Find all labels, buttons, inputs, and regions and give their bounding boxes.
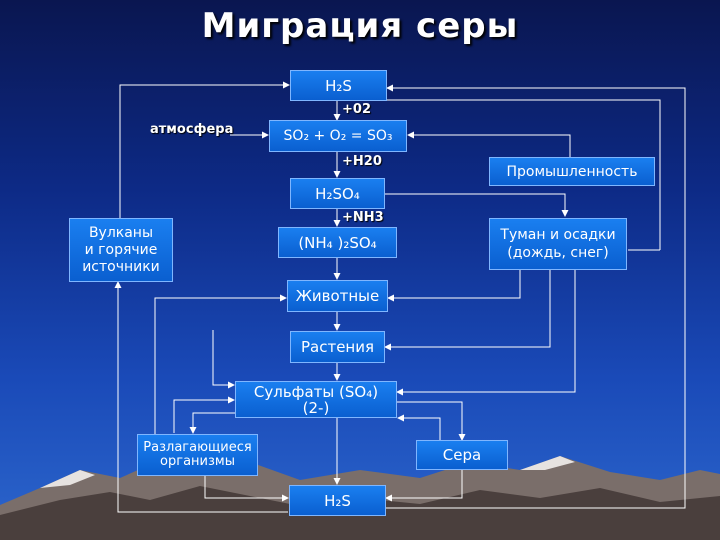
node-plants: Растения: [290, 331, 385, 363]
line-fog-loop-upper: [387, 99, 661, 250]
node-decomposers: Разлагающиеся организмы: [137, 434, 258, 476]
page-title: Миграция серы: [201, 6, 519, 46]
arrow-sulfur-to-sulfates: [397, 414, 441, 440]
arrow-sulfates-to-sulfur: [397, 401, 466, 441]
arrow-animals-to-sulfates-left: [212, 330, 235, 389]
arrow-industry-to-so2: [407, 131, 571, 157]
arrow-decomposers-to-sulfates: [173, 396, 235, 433]
arrow-decomposers-to-animals: [154, 294, 287, 435]
arrow-sulfates-to-decomposers: [189, 412, 236, 434]
arrow-decomposers-to-h2s: [204, 476, 289, 502]
node-h2so4: H₂SO₄: [290, 178, 385, 209]
arrow-fog-to-sulfates: [396, 270, 576, 396]
label-atmosphere: атмосфера: [150, 122, 234, 137]
arrow-sulfur-to-h2s: [385, 470, 463, 502]
snow-cap-right: [520, 456, 575, 470]
node-so2-reaction: SO₂ + O₂ = SO₃: [269, 120, 407, 152]
arrow-outer-right-loop: [386, 84, 686, 509]
arrow-h2so4-to-fog: [385, 193, 569, 217]
node-volcanoes: Вулканы и горячие источники: [69, 218, 173, 282]
label-o2: +02: [342, 102, 371, 117]
node-fog-precipitation: Туман и осадки (дождь, снег): [489, 218, 627, 270]
node-sulfates: Сульфаты (SO₄) (2-): [235, 381, 397, 418]
node-animals: Животные: [287, 280, 388, 312]
arrow-fog-to-animals: [387, 270, 521, 302]
node-industry: Промышленность: [489, 157, 655, 186]
arrow-volcanoes-to-h2s: [119, 81, 290, 218]
snow-cap-left: [40, 470, 95, 488]
arrow-outer-left-loop: [114, 281, 288, 513]
node-sulfur: Сера: [416, 440, 508, 470]
node-ammonium-sulfate: (NH₄ )₂SO₄: [278, 227, 397, 258]
node-h2s-bottom: H₂S: [289, 485, 386, 516]
label-nh3: +NH3: [342, 210, 384, 225]
arrow-fog-to-plants: [384, 270, 551, 351]
label-h2o: +H20: [342, 154, 382, 169]
node-h2s-top: H₂S: [290, 70, 387, 101]
